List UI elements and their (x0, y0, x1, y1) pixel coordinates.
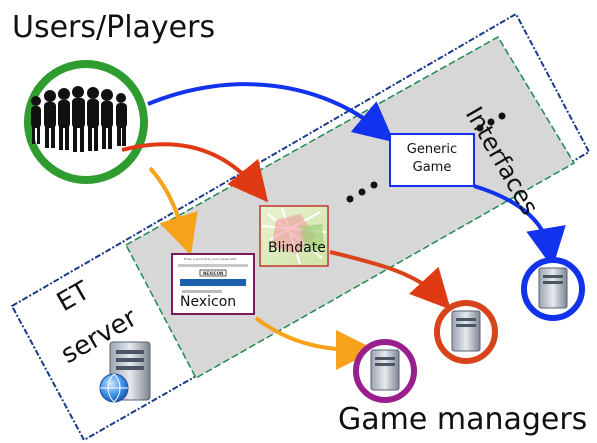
et-server-icon (99, 341, 151, 403)
users-group (24, 60, 148, 184)
ellipsis-dots (346, 112, 506, 203)
nexicon-thumb-header: Enter a word that you'd relate with: (184, 257, 238, 261)
game-manager-blue (521, 257, 585, 321)
nexicon-label: Nexicon (180, 294, 237, 310)
game-manager-red (434, 300, 498, 364)
users-ring (24, 60, 148, 184)
nexicon-thumb-word: NEXICON (203, 271, 224, 276)
generic-game-label-line1: Generic (406, 142, 458, 157)
arrow-users-to-nexicon (148, 166, 198, 256)
arrow-users-to-generic-game (147, 82, 395, 143)
game-manager-purple (353, 339, 417, 403)
crowd-silhouette-icon (31, 86, 127, 152)
arrow-users-to-blindate (121, 142, 269, 203)
arrow-generic-game-to-manager (473, 184, 566, 268)
generic-game-label-line2: Game (412, 160, 452, 175)
users-players-title: Users/Players (12, 10, 216, 45)
generic-game-interface (389, 133, 475, 187)
nexicon-interface (171, 253, 255, 315)
blindate-label: Blindate (268, 240, 326, 256)
blindate-interface (259, 205, 329, 267)
arrow-blindate-to-manager (329, 250, 451, 310)
arrow-nexicon-to-manager (254, 316, 376, 370)
game-managers-label: Game managers (338, 402, 588, 437)
